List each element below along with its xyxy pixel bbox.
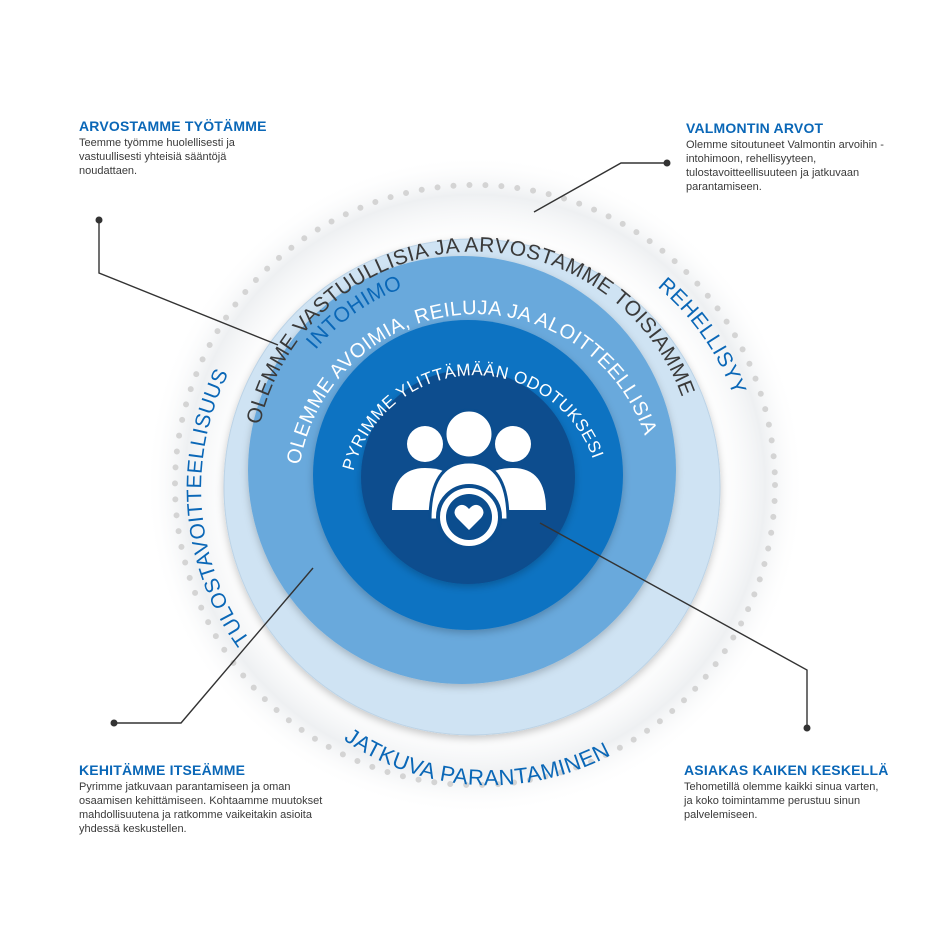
note-title: ASIAKAS KAIKEN KESKELLÄ: [684, 762, 889, 778]
leader-dot-top-right: [663, 159, 671, 167]
leader-top-left: [98, 220, 279, 346]
note-asiakas-kaiken-keskella: ASIAKAS KAIKEN KESKELLÄ Tehometillä olem…: [684, 762, 914, 822]
leader-dot-bottom-left: [110, 719, 118, 727]
note-valmontin-arvot: VALMONTIN ARVOT Olemme sitoutuneet Valmo…: [686, 120, 916, 194]
note-title: KEHITÄMME ITSEÄMME: [79, 762, 246, 778]
note-text: Olemme sitoutuneet Valmontin arvoihin - …: [686, 139, 884, 193]
people-heart-icon: [392, 408, 546, 550]
note-title: VALMONTIN ARVOT: [686, 120, 824, 136]
leader-bottom-right: [539, 522, 808, 728]
leader-endpoints: [95, 159, 811, 732]
leader-dot-bottom-right: [803, 724, 811, 732]
note-arvostamme-tyotamme: ARVOSTAMME TYÖTÄMME Teemme työmme huolel…: [79, 118, 329, 178]
dotted-ring: [172, 182, 778, 788]
note-text: Teemme työmme huolellisesti ja vastuulli…: [79, 137, 235, 177]
note-text: Pyrimme jatkuvaan parantamiseen ja oman …: [79, 781, 323, 835]
leader-lines: [98, 162, 808, 728]
note-title: ARVOSTAMME TYÖTÄMME: [79, 118, 267, 134]
note-text: Tehometillä olemme kaikki sinua varten, …: [684, 781, 879, 821]
note-kehitamme-itseamme: KEHITÄMME ITSEÄMME Pyrimme jatkuvaan par…: [79, 762, 339, 836]
leader-top-right: [533, 162, 667, 213]
leader-dot-top-left: [95, 216, 103, 224]
leader-bottom-left: [114, 567, 314, 724]
